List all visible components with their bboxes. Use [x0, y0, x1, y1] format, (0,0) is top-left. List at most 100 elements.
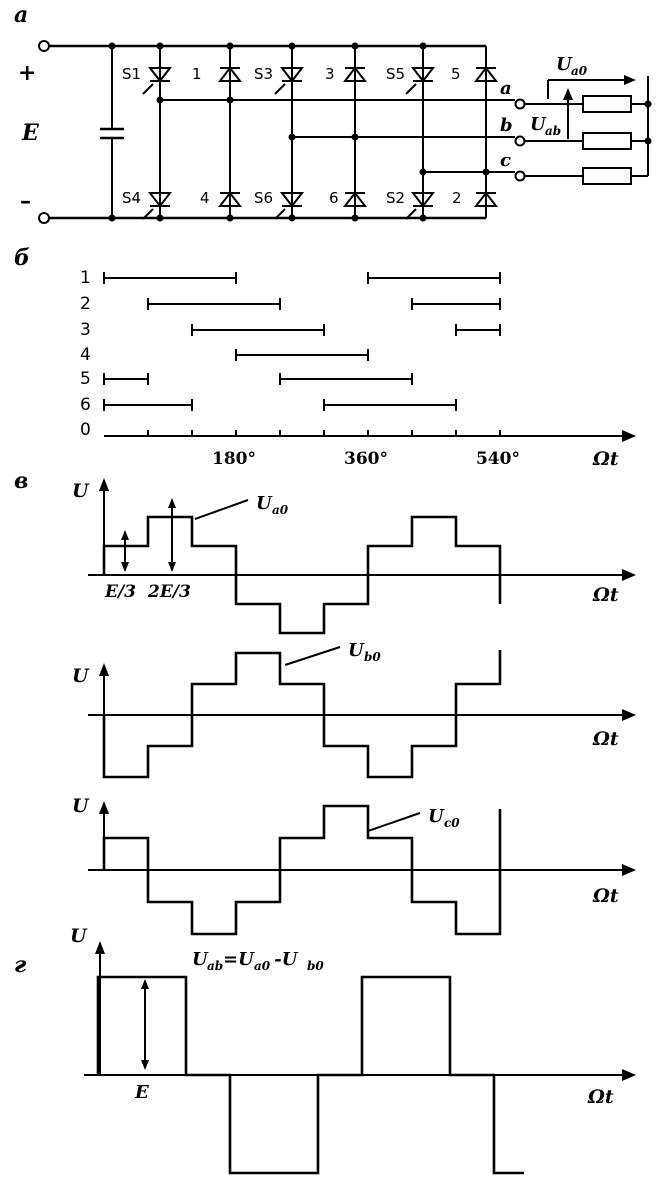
conduction-bar-3-0 [190, 324, 325, 336]
svg-text:ab: ab [545, 124, 561, 138]
ua0-waveform [102, 515, 502, 635]
minus-sign: – [20, 188, 31, 214]
ua0-axis-t: Ωt [592, 584, 619, 606]
voltage-arrow-Uab: U ab [530, 88, 573, 139]
diode-1: 1 [192, 65, 243, 83]
conduction-bar-4-0 [234, 349, 369, 361]
svg-text:ab: ab [207, 959, 223, 973]
thyristor-S2: S2 [386, 189, 436, 220]
svg-text:a0: a0 [272, 503, 289, 517]
panel-label-g: г [14, 952, 27, 978]
timing-row-label-4: 4 [80, 345, 91, 365]
conduction-bar-1-1 [366, 272, 501, 284]
ua0-name: U [256, 493, 273, 514]
leg-wiring [156, 42, 515, 222]
switch-label-S3: S3 [254, 65, 273, 83]
label-E3: E/3 [104, 582, 136, 602]
svg-text:a0: a0 [571, 64, 588, 78]
diode-label-5: 5 [451, 65, 461, 83]
switch-label-S4: S4 [122, 189, 141, 207]
ub0-axis-t: Ωt [592, 728, 619, 750]
uc0-waveform [102, 804, 502, 936]
conduction-bar-2-1 [410, 298, 501, 310]
circuit-panel: а + – E [14, 2, 652, 224]
panel-label-b: б [14, 245, 30, 271]
svg-text:U: U [192, 949, 209, 970]
diode-label-4: 4 [200, 189, 210, 207]
uc0-plot: U Ωt U c0 [72, 795, 636, 936]
diode-label-2: 2 [452, 189, 462, 207]
label-2E3: 2E/3 [147, 582, 191, 602]
panel-label-v: в [14, 468, 28, 494]
plus-sign: + [18, 60, 36, 86]
uc0-axis-U: U [72, 795, 90, 817]
timing-row-label-6: 6 [80, 395, 91, 415]
uc0-name: U [428, 806, 445, 827]
voltage-arrow-Ua0: U a0 [547, 54, 636, 99]
uc0-axis-t: Ωt [592, 885, 619, 907]
uab-formula: U ab =U a0 -U b0 [192, 949, 324, 973]
conduction-bar-1-0 [103, 272, 237, 284]
timing-row-label-2: 2 [80, 294, 91, 314]
conduction-bar-6-1 [322, 399, 457, 411]
thyristor-S6: S6 [254, 189, 305, 220]
uab-waveform [96, 975, 524, 1175]
uab-plot: U Ωt E U ab =U a0 -U b0 [70, 925, 636, 1175]
output-terminals: a b c [500, 78, 526, 182]
svg-text:b0: b0 [364, 650, 381, 664]
timing-tick-label-540: 540° [476, 449, 520, 469]
conduction-bar-2-0 [146, 298, 281, 310]
conduction-bar-3-1 [454, 324, 501, 336]
conduction-bar-5-0 [103, 373, 149, 385]
svg-text:U: U [530, 114, 547, 135]
thyristor-S5: S5 [386, 65, 436, 95]
ua0-plot: U Ωt E/3 2E/3 U a0 [72, 478, 636, 635]
svg-text:U: U [556, 54, 573, 75]
timing-row-label-5: 5 [80, 369, 91, 389]
ua0-axis-U: U [72, 480, 90, 502]
switch-label-S5: S5 [386, 65, 405, 83]
timing-axis-label: Ωt [592, 448, 619, 470]
diode-label-1: 1 [192, 65, 202, 83]
phase-label-b: b [500, 115, 513, 136]
phase-label-c: c [500, 150, 511, 171]
diode-label-6: 6 [329, 189, 339, 207]
diode-6: 6 [329, 189, 368, 207]
svg-text:-U: -U [268, 949, 299, 970]
panel-label-a: а [14, 2, 28, 28]
phase-label-a: a [500, 78, 512, 99]
conduction-bar-5-1 [278, 373, 413, 385]
switch-label-S6: S6 [254, 189, 273, 207]
conduction-bar-6-0 [103, 399, 193, 411]
diode-2: 2 [452, 189, 499, 207]
timing-axis-arrow [622, 430, 636, 442]
uab-axis-U: U [70, 925, 88, 947]
diode-5: 5 [451, 65, 499, 83]
diode-3: 3 [325, 65, 368, 83]
svg-text:b0: b0 [307, 959, 324, 973]
svg-text:a0: a0 [254, 959, 271, 973]
thyristor-S3: S3 [254, 65, 305, 95]
thyristor-S4: S4 [122, 189, 173, 220]
label-E: E [134, 1082, 149, 1103]
timing-tick-label-360: 360° [344, 449, 388, 469]
dc-link-capacitor [100, 42, 124, 222]
ub0-waveform [102, 650, 502, 779]
svg-text:=U: =U [223, 949, 255, 970]
timing-row-label-1: 1 [80, 268, 91, 288]
plus-terminal [38, 40, 50, 52]
switch-label-S1: S1 [122, 65, 141, 83]
diode-label-3: 3 [325, 65, 335, 83]
load-resistors [525, 76, 652, 185]
ub0-axis-U: U [72, 665, 90, 687]
ub0-plot: U Ωt U b0 [72, 640, 636, 779]
timing-tick-label-180: 180° [212, 449, 256, 469]
diode-4: 4 [200, 189, 243, 207]
thyristor-S1: S1 [122, 65, 173, 95]
ub0-name: U [348, 640, 365, 661]
svg-text:c0: c0 [444, 816, 460, 830]
source-label: E [21, 120, 40, 146]
timing-row-label-3: 3 [80, 320, 91, 340]
